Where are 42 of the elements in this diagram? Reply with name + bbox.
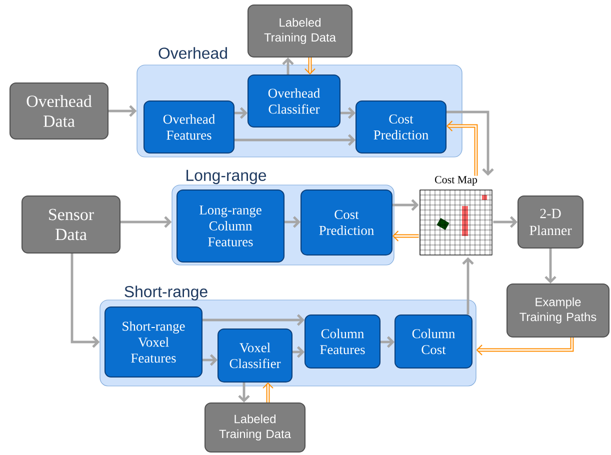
arrow bbox=[202, 314, 304, 326]
process-box: Column Cost bbox=[394, 314, 472, 368]
group-title: Short-range bbox=[124, 286, 208, 300]
arrow bbox=[476, 338, 574, 356]
process-box: Overhead Classifier bbox=[248, 74, 340, 128]
arrow bbox=[544, 248, 556, 284]
data-box: Labeled Training Data bbox=[204, 402, 306, 452]
process-box: Voxel Classifier bbox=[218, 328, 292, 382]
group-title: Overhead bbox=[158, 47, 227, 59]
arrow bbox=[238, 382, 250, 402]
arrow bbox=[262, 382, 274, 402]
arrow bbox=[70, 254, 100, 348]
group-title: Long-range bbox=[186, 170, 266, 184]
arrow bbox=[462, 257, 474, 314]
arrow bbox=[108, 105, 137, 117]
process-box: Cost Prediction bbox=[356, 100, 446, 154]
arrow bbox=[446, 120, 478, 176]
arrow bbox=[304, 58, 316, 74]
arrow bbox=[234, 134, 356, 146]
data-box: Overhead Data bbox=[10, 82, 108, 140]
data-box: Labeled Training Data bbox=[248, 4, 352, 58]
arrow bbox=[493, 216, 518, 228]
arrow bbox=[446, 110, 494, 176]
arrow bbox=[284, 216, 300, 228]
arrow bbox=[282, 58, 294, 74]
node-label: Cost Map bbox=[434, 176, 478, 186]
cost-map: Cost Map bbox=[420, 176, 492, 256]
arrow bbox=[380, 336, 394, 348]
arrow bbox=[120, 216, 172, 228]
arrow bbox=[202, 354, 218, 366]
process-box: Short-range Voxel Features bbox=[104, 306, 202, 378]
planner-box: 2-D Planner bbox=[518, 196, 584, 248]
process-box: Long-range Column Features bbox=[176, 190, 284, 262]
arrow bbox=[392, 199, 419, 211]
data-box: Sensor Data bbox=[22, 196, 120, 254]
arrow bbox=[392, 230, 419, 242]
process-box: Overhead Features bbox=[144, 100, 234, 154]
arrow bbox=[340, 107, 356, 119]
process-box: Column Features bbox=[304, 314, 380, 368]
arrow bbox=[234, 107, 248, 119]
data-box: Example Training Paths bbox=[506, 284, 610, 338]
process-box: Cost Prediction bbox=[300, 190, 392, 256]
